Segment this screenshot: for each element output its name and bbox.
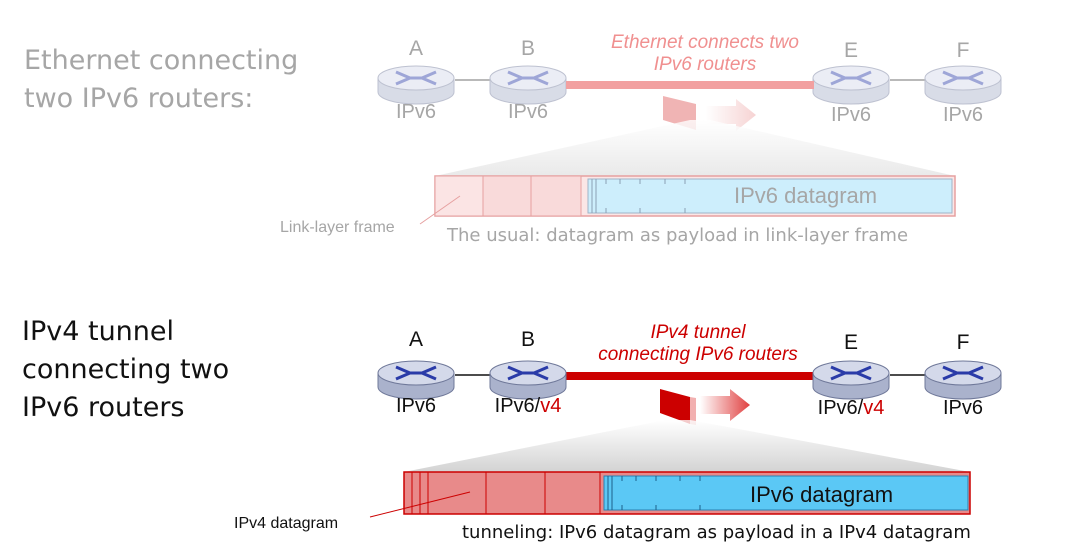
- top-link-label-line1: Ethernet connects two: [611, 32, 799, 53]
- top-node-f-letter: F: [956, 39, 970, 62]
- bottom-caption: tunneling: IPv6 datagram as payload in a…: [462, 522, 971, 543]
- bottom-link-label-line2: connecting IPv6 routers: [598, 344, 798, 365]
- bottom-link-label: IPv4 tunnel connecting IPv6 routers: [578, 322, 818, 366]
- top-router-b-icon: [488, 64, 568, 106]
- top-router-a-icon: [376, 64, 456, 106]
- bottom-node-b-letter: B: [520, 328, 535, 351]
- bottom-router-f-icon: [923, 359, 1003, 401]
- bottom-router-a-icon: [376, 359, 456, 401]
- top-caption: The usual: datagram as payload in link-l…: [447, 225, 909, 246]
- bottom-node-f-letter: F: [956, 331, 970, 354]
- top-link-label-line2: IPv6 routers: [653, 54, 757, 75]
- top-node-e-letter: E: [843, 39, 858, 62]
- top-node-a-letter: A: [408, 37, 423, 60]
- top-node-e-proto: IPv6: [830, 104, 872, 126]
- bottom-ipv6-payload: [603, 475, 969, 511]
- bottom-packet-icon: [660, 389, 690, 424]
- bottom-zoom-funnel: [404, 420, 970, 472]
- bottom-node-b-proto-text: IPv6/: [494, 395, 541, 417]
- bottom-title-line1: IPv4 tunnel: [22, 316, 175, 347]
- bottom-node-f-proto-text: IPv6: [942, 397, 984, 419]
- bottom-payload-label: IPv6 datagram: [750, 482, 894, 507]
- top-node-b-proto: IPv6: [507, 101, 549, 123]
- top-frame-label: Link-layer frame: [280, 219, 395, 236]
- bottom-node-e-proto-text: IPv6/: [817, 397, 864, 419]
- bottom-node-b-suffix: v4: [540, 395, 562, 417]
- top-node-a-proto: IPv6: [395, 101, 437, 123]
- top-router-e-icon: [811, 64, 891, 106]
- bottom-node-e-proto: IPv6/v4: [806, 397, 896, 420]
- top-title-line2: two IPv6 routers:: [24, 83, 254, 114]
- top-link-label: Ethernet connects two IPv6 routers: [590, 32, 820, 76]
- bottom-link-label-line1: IPv4 tunnel: [650, 322, 746, 343]
- bottom-node-a-proto: IPv6: [381, 395, 451, 418]
- top-title-line1: Ethernet connecting: [24, 45, 299, 76]
- bottom-router-e-icon: [811, 359, 891, 401]
- bottom-frame-label: IPv4 datagram: [234, 515, 339, 532]
- top-payload-label: IPv6 datagram: [734, 183, 878, 208]
- bottom-router-b-icon: [488, 359, 568, 401]
- top-zoom-funnel: [435, 120, 955, 176]
- top-node-b-letter: B: [520, 37, 535, 60]
- top-link-layer-frame: [434, 175, 956, 217]
- top-frame-pointer: [419, 195, 461, 225]
- top-ipv6-payload: [587, 178, 953, 214]
- bottom-title-line2: connecting two: [22, 354, 230, 385]
- bottom-node-e-letter: E: [843, 331, 858, 354]
- top-node-f-proto: IPv6: [942, 104, 984, 126]
- top-title: Ethernet connecting two IPv6 routers:: [24, 42, 298, 118]
- bottom-node-e-suffix: v4: [863, 397, 885, 419]
- bottom-datagram-pointer: [369, 491, 471, 518]
- bottom-title-line3: IPv6 routers: [22, 392, 185, 423]
- top-router-f-icon: [923, 64, 1003, 106]
- bottom-title: IPv4 tunnel connecting two IPv6 routers: [22, 313, 229, 427]
- bottom-packet: [660, 389, 750, 425]
- bottom-node-f-proto: IPv6: [928, 397, 998, 420]
- top-network: [376, 64, 1003, 106]
- bottom-ipv4-datagram: [403, 471, 971, 515]
- bottom-node-b-proto: IPv6/v4: [483, 395, 573, 418]
- bottom-node-a-proto-text: IPv6: [395, 395, 437, 417]
- bottom-node-a-letter: A: [408, 328, 423, 351]
- bottom-arrow-icon: [700, 389, 750, 421]
